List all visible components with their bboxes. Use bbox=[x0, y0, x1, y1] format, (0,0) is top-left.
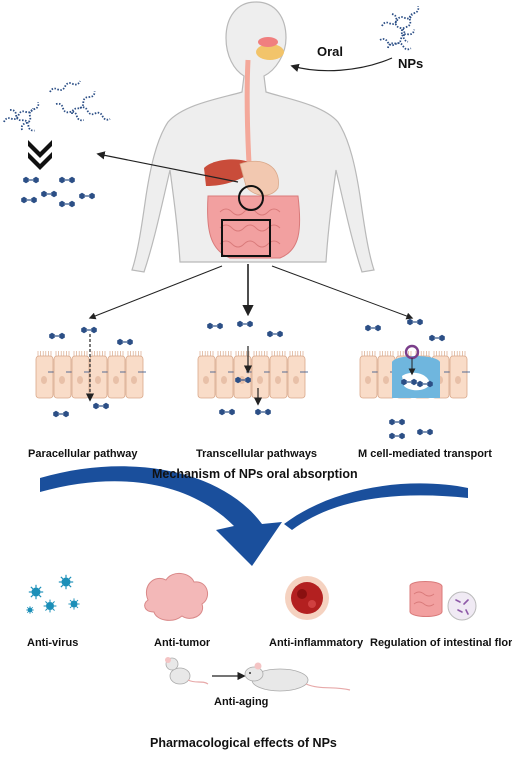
liver-arrow bbox=[96, 151, 239, 183]
np-chains-left bbox=[21, 177, 95, 207]
inflammation-icon bbox=[285, 576, 329, 620]
effects-title: Pharmacological effects of NPs bbox=[150, 736, 337, 750]
transcellular-cells-icon bbox=[197, 351, 308, 399]
virus-icon bbox=[25, 574, 81, 615]
nps-label: NPs bbox=[398, 56, 424, 71]
oral-arrow bbox=[290, 57, 393, 72]
arrow-mcell bbox=[271, 265, 414, 320]
paracellular-label: Paracellular pathway bbox=[28, 448, 138, 460]
mcell-icon bbox=[392, 344, 440, 398]
nanoparticle-strands-icon bbox=[378, 4, 421, 52]
paracellular-cells-icon bbox=[35, 351, 146, 399]
oral-label: Oral bbox=[317, 44, 344, 59]
transcellular-label: Transcellular pathways bbox=[196, 448, 318, 460]
mcell-label: M cell-mediated transport bbox=[358, 448, 492, 460]
flora-label: Regulation of intestinal flora bbox=[370, 637, 512, 649]
anti-tumor-label: Anti-tumor bbox=[154, 637, 211, 649]
downward-chevron-icon bbox=[28, 140, 52, 170]
intestine-bacteria-icon bbox=[409, 581, 477, 621]
anti-aging-label: Anti-aging bbox=[214, 696, 269, 708]
human-body-icon bbox=[131, 1, 375, 273]
digested-np-strands-icon bbox=[2, 78, 112, 134]
big-curved-arrow-icon bbox=[40, 466, 468, 566]
mouse-icon bbox=[165, 657, 351, 692]
tumor-icon bbox=[144, 573, 209, 621]
anti-virus-label: Anti-virus bbox=[27, 637, 79, 649]
arrow-paracellular bbox=[88, 265, 223, 320]
mechanism-title: Mechanism of NPs oral absorption bbox=[152, 467, 358, 481]
anti-inflammatory-label: Anti-inflammatory bbox=[269, 637, 364, 649]
